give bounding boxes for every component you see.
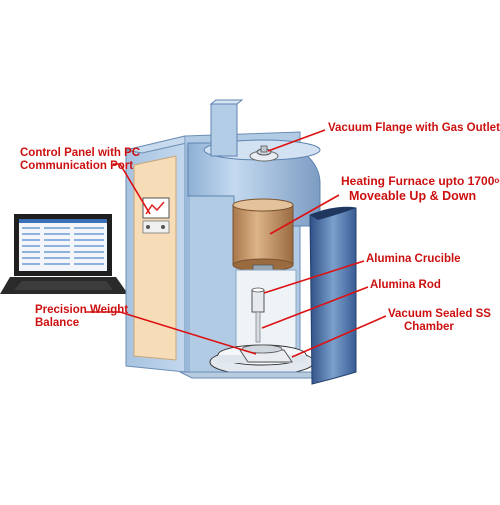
label-control-panel-line1: Control Panel with PC [20,147,141,159]
label-control-panel-line2: Communication Port [20,160,134,172]
label-moveable: Moveable Up & Down [349,189,477,203]
label-heating-furnace-text: Heating Furnace upto 1700 [341,174,495,188]
label-degree-mark: o [494,176,500,185]
heating-furnace [232,198,294,276]
leader-heating-furnace [269,194,340,235]
rod-icon [255,311,261,343]
laptop-icon [0,214,128,294]
label-heating-furnace: Heating Furnace upto 1700oC [341,175,500,188]
label-weight-balance-line2: Balance [35,317,80,329]
label-chamber-line1: Vacuum Sealed SS [388,308,491,320]
leader-lines [86,129,387,358]
control-display-icon [142,197,170,234]
label-alumina-crucible: Alumina Crucible [366,253,461,265]
leader-vacuum-flange [267,129,326,152]
leader-control-panel [113,163,151,215]
leader-ss-chamber [291,315,387,358]
label-vacuum-flange: Vacuum Flange with Gas Outlet [328,122,500,134]
leader-alumina-crucible [263,260,365,294]
label-alumina-rod: Alumina Rod [370,279,441,291]
leader-alumina-rod [261,286,369,329]
balance-base [179,344,331,379]
label-chamber-line2: Chamber [404,321,454,333]
inner-chamber [235,269,297,349]
leader-weight-balance [86,311,257,355]
label-weight-balance-line1: Precision Weight [35,304,129,316]
crucible-icon [251,289,265,313]
heat-shield [309,206,357,385]
